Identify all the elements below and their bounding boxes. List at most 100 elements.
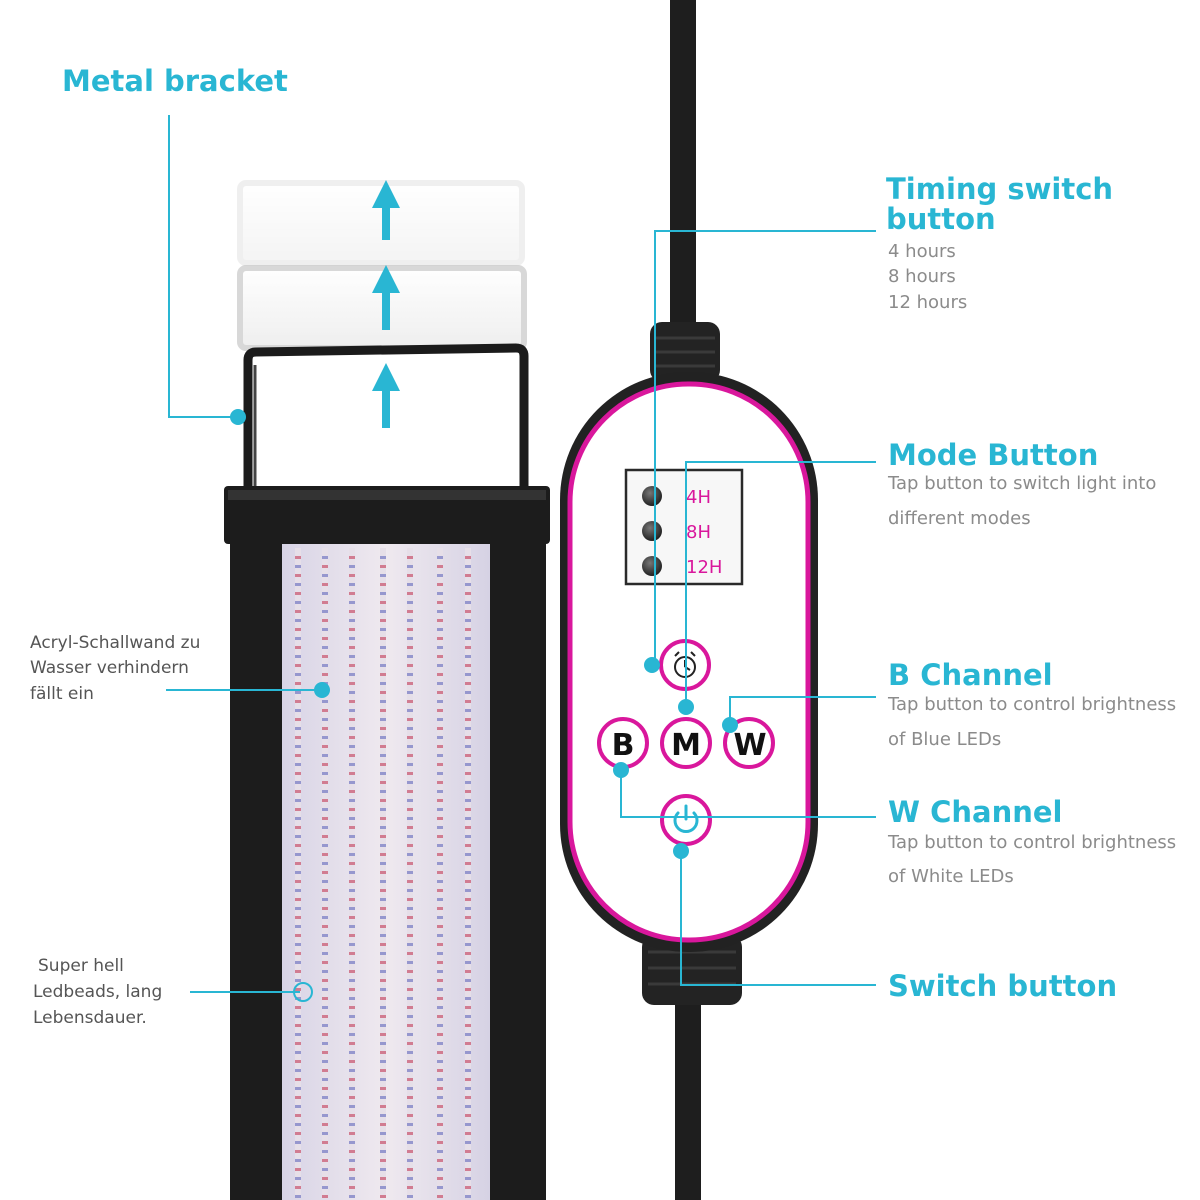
leader-timing-switch bbox=[654, 230, 876, 665]
leader-metal-bracket bbox=[168, 115, 238, 418]
led-bead bbox=[437, 691, 443, 694]
led-bead bbox=[437, 916, 443, 919]
led-bead bbox=[295, 1078, 301, 1081]
led-bead bbox=[465, 1105, 471, 1108]
led-bead bbox=[380, 682, 386, 685]
led-bead bbox=[407, 673, 413, 676]
led-bead bbox=[465, 1015, 471, 1018]
led-bead bbox=[322, 1051, 328, 1054]
led-bead bbox=[295, 871, 301, 874]
led-bead bbox=[380, 619, 386, 622]
led-bead bbox=[295, 682, 301, 685]
led-bead bbox=[437, 1195, 443, 1198]
led-bead bbox=[407, 790, 413, 793]
led-bead bbox=[407, 1042, 413, 1045]
led-bead bbox=[380, 862, 386, 865]
acrylic-note-line1: Acryl-Schallwand zu bbox=[30, 633, 201, 653]
led-bead bbox=[465, 565, 471, 568]
led-bead bbox=[322, 592, 328, 595]
mode-button[interactable]: M bbox=[660, 717, 712, 769]
led-bead bbox=[380, 718, 386, 721]
led-bead bbox=[295, 1006, 301, 1009]
led-bead bbox=[295, 709, 301, 712]
led-bead bbox=[380, 664, 386, 667]
led-bead bbox=[295, 628, 301, 631]
led-bead bbox=[407, 736, 413, 739]
led-bead bbox=[380, 574, 386, 577]
led-bead bbox=[465, 880, 471, 883]
led-bead bbox=[349, 844, 355, 847]
led-bead bbox=[380, 1168, 386, 1171]
led-bead bbox=[407, 808, 413, 811]
arrow-up-icon bbox=[372, 180, 400, 240]
timing-option-8h: 8 hours bbox=[888, 266, 956, 287]
led-bead bbox=[349, 979, 355, 982]
led-bead bbox=[322, 1069, 328, 1072]
led-bead bbox=[437, 1096, 443, 1099]
led-bead bbox=[380, 691, 386, 694]
led-bead bbox=[295, 565, 301, 568]
led-bead bbox=[380, 655, 386, 658]
led-bead bbox=[349, 835, 355, 838]
led-bead bbox=[349, 1132, 355, 1135]
led-bead bbox=[295, 934, 301, 937]
led-bead bbox=[349, 898, 355, 901]
led-bead bbox=[465, 826, 471, 829]
led-bead bbox=[380, 628, 386, 631]
led-bead bbox=[437, 871, 443, 874]
led-bead bbox=[380, 1141, 386, 1144]
led-bead bbox=[380, 1042, 386, 1045]
switch-button[interactable] bbox=[660, 794, 712, 846]
led-bead bbox=[437, 628, 443, 631]
led-bead bbox=[349, 1087, 355, 1090]
led-bead bbox=[322, 1042, 328, 1045]
led-bead bbox=[349, 889, 355, 892]
led-bead bbox=[437, 1105, 443, 1108]
led-bead bbox=[295, 646, 301, 649]
led-bead bbox=[437, 1051, 443, 1054]
led-bead bbox=[322, 1159, 328, 1162]
led-bead bbox=[465, 1141, 471, 1144]
led-bead bbox=[437, 772, 443, 775]
led-bead bbox=[322, 1150, 328, 1153]
led-bead bbox=[322, 961, 328, 964]
led-bead bbox=[437, 682, 443, 685]
led-bead bbox=[349, 799, 355, 802]
led-bead bbox=[349, 790, 355, 793]
led-bead bbox=[407, 637, 413, 640]
led-bead bbox=[322, 988, 328, 991]
led-bead bbox=[349, 1105, 355, 1108]
acrylic-note-line2: Wasser verhindern bbox=[30, 658, 189, 678]
led-bead bbox=[349, 583, 355, 586]
led-bead bbox=[380, 844, 386, 847]
led-bead bbox=[322, 556, 328, 559]
timing-switch-title-line1: Timing switch bbox=[886, 172, 1114, 206]
led-bead bbox=[407, 1096, 413, 1099]
w-channel-desc-line1: Tap button to control brightness bbox=[888, 832, 1177, 853]
led-bead bbox=[295, 790, 301, 793]
led-bead bbox=[407, 907, 413, 910]
b-channel-button[interactable]: B bbox=[597, 717, 649, 769]
switch-button-title: Switch button bbox=[888, 969, 1118, 1003]
led-bead bbox=[322, 889, 328, 892]
led-bead bbox=[349, 1159, 355, 1162]
led-bead bbox=[407, 1168, 413, 1171]
led-bead bbox=[322, 637, 328, 640]
led-bead bbox=[465, 871, 471, 874]
led-bead bbox=[349, 628, 355, 631]
led-bead bbox=[407, 862, 413, 865]
led-bead bbox=[437, 997, 443, 1000]
leader-switch-button bbox=[680, 851, 876, 986]
led-bead bbox=[437, 844, 443, 847]
led-bead bbox=[295, 1015, 301, 1018]
led-bead bbox=[407, 718, 413, 721]
led-bead bbox=[437, 1168, 443, 1171]
led-bead bbox=[322, 1105, 328, 1108]
led-bead bbox=[349, 601, 355, 604]
led-bead bbox=[465, 1024, 471, 1027]
led-bead bbox=[437, 862, 443, 865]
led-bead bbox=[322, 709, 328, 712]
w-channel-button[interactable]: W bbox=[723, 717, 775, 769]
led-bead bbox=[437, 601, 443, 604]
led-bead bbox=[322, 1015, 328, 1018]
